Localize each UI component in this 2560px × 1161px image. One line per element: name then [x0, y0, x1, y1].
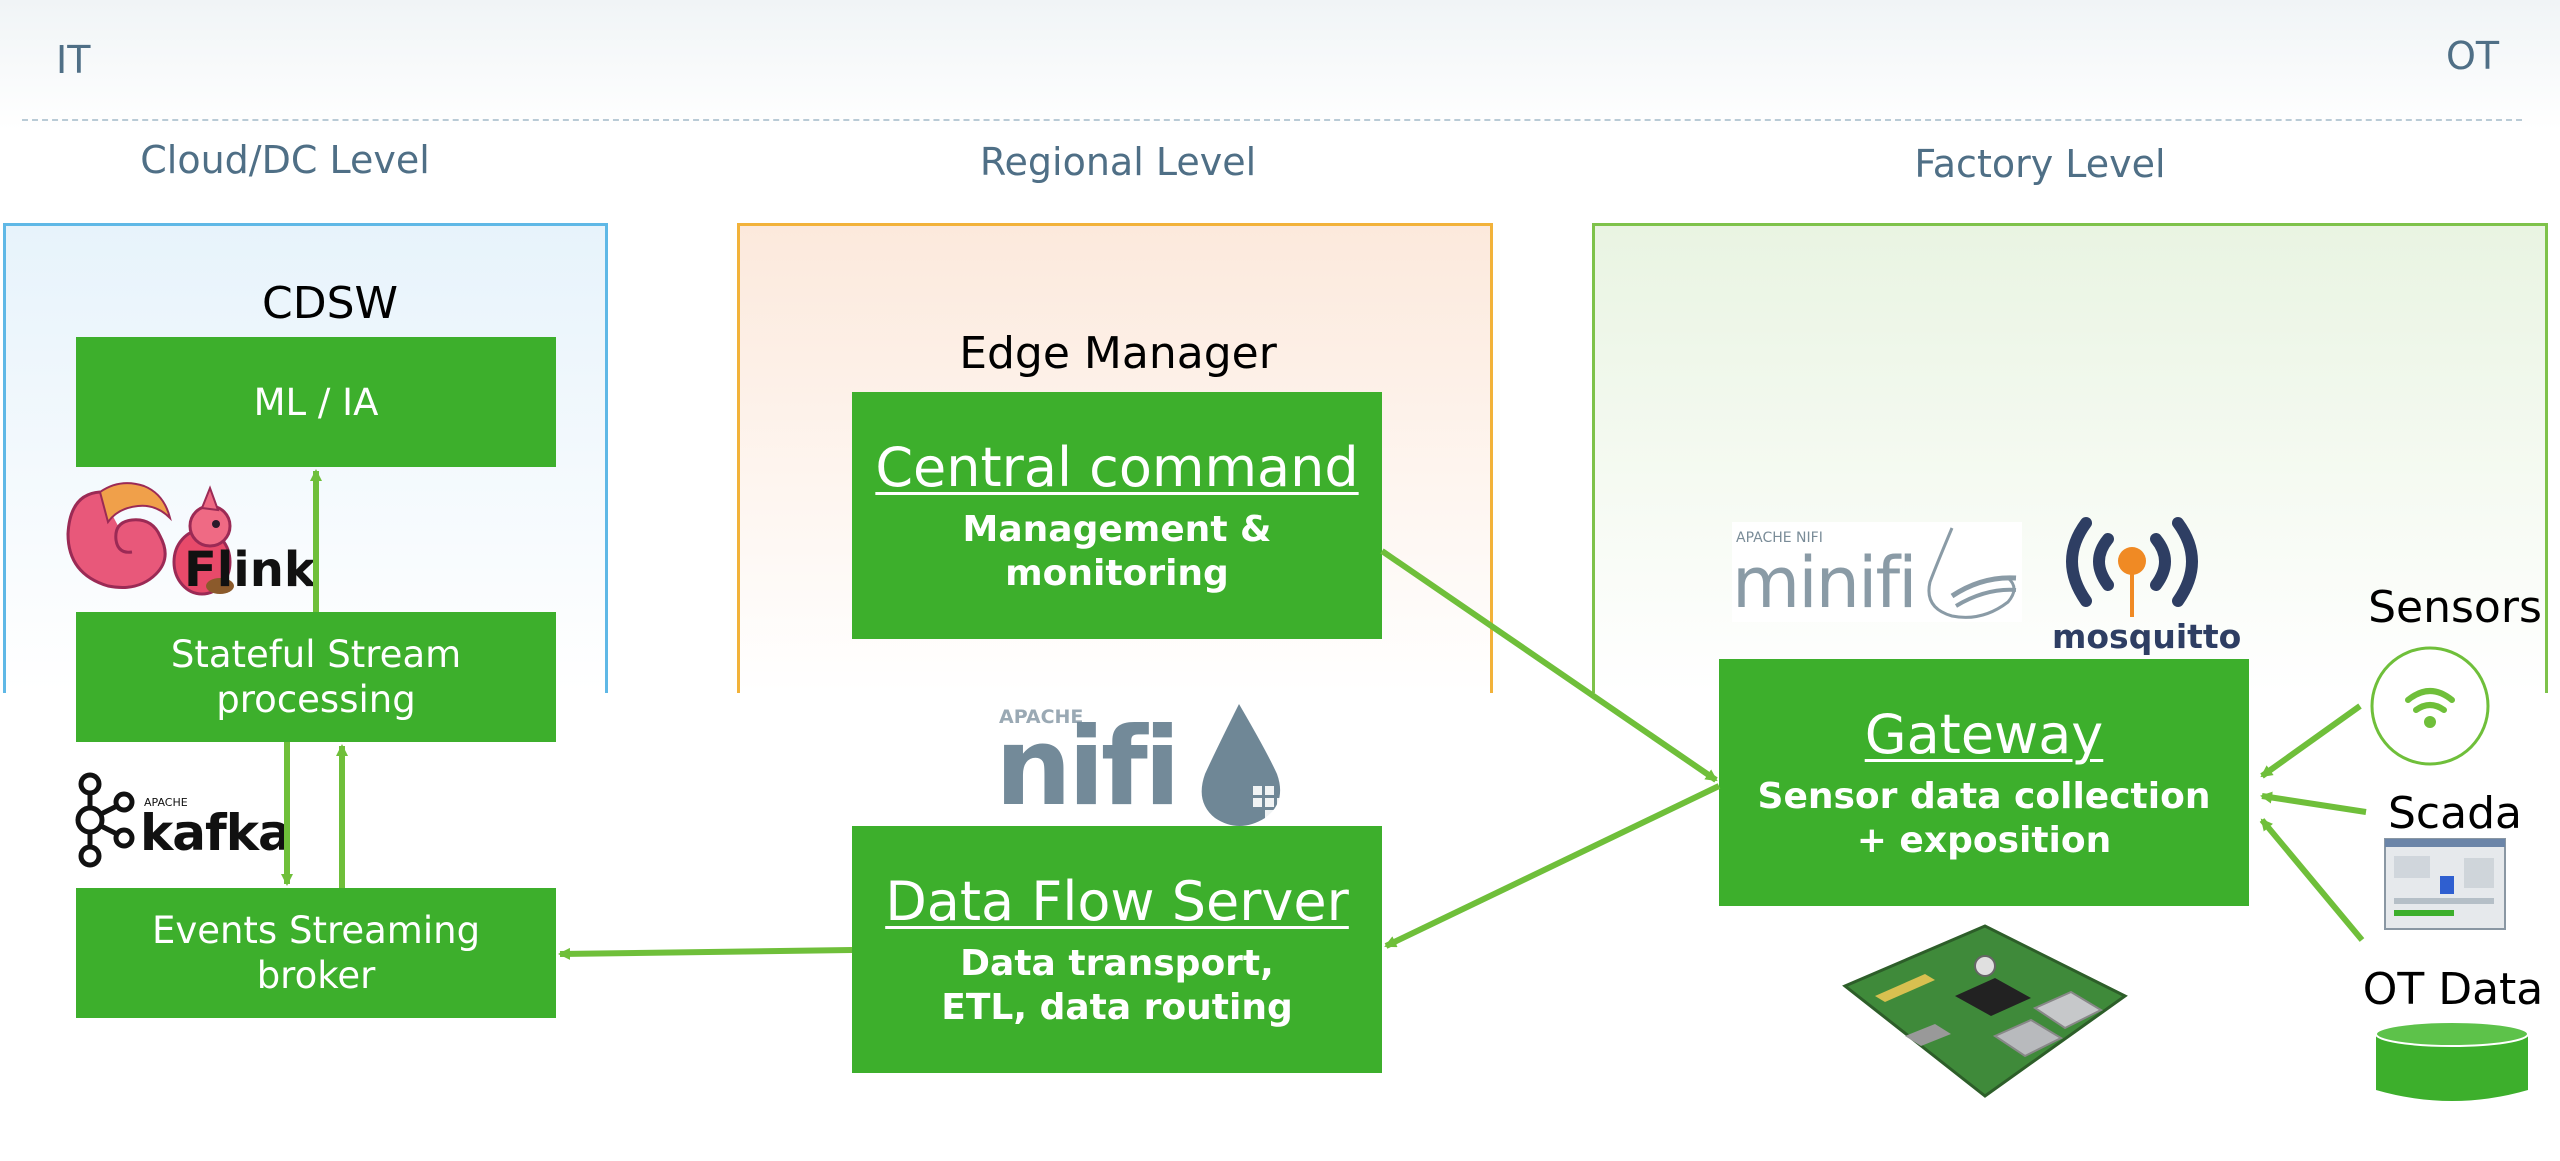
kafka-logo: APACHE kafka [70, 770, 310, 870]
central-command-title: Central command [875, 435, 1359, 499]
data-flow-server-subtitle: Data transport, ETL, data routing [941, 942, 1293, 1028]
scada-screen-icon [2384, 838, 2506, 930]
events-streaming-text: Events Streaming broker [151, 909, 481, 997]
kafka-apache-text: APACHE [144, 796, 188, 809]
flink-logo: Flink [60, 474, 320, 604]
flink-squirrel-icon [66, 482, 234, 596]
sensors-to-gateway-arrow [2260, 703, 2362, 779]
scada-screen-image [2384, 838, 2506, 930]
it-label: IT [56, 38, 91, 82]
regional-level-heading: Regional Level [979, 140, 1257, 184]
sensors-label: Sensors [2368, 582, 2542, 633]
cdsw-label: CDSW [261, 278, 399, 329]
kafka-nodes-icon [75, 772, 135, 868]
ml-ia-box[interactable]: ML / IA [76, 337, 556, 467]
nifi-drop-icon [1201, 704, 1286, 826]
minifi-wordmark: minifi [1732, 542, 1918, 624]
ml-ia-text: ML / IA [253, 380, 379, 424]
events-streaming-box[interactable]: Events Streaming broker [76, 888, 556, 1018]
stateful-stream-text: Stateful Stream processing [170, 633, 462, 721]
wifi-icon [2370, 646, 2490, 766]
flink-wordmark: Flink [184, 542, 316, 598]
edge-manager-label: Edge Manager [959, 328, 1277, 379]
nifi-apache-text: APACHE [999, 706, 1084, 728]
stateful-stream-box[interactable]: Stateful Stream processing [76, 612, 556, 742]
nifi-logo: APACHE nifi [995, 700, 1295, 830]
raspberry-pi-board-image [1835, 916, 2135, 1106]
nifi-wordmark: nifi [995, 705, 1181, 830]
cloud-level-heading: Cloud/DC Level [140, 138, 430, 182]
dataflow-to-broker-arrow [558, 947, 853, 960]
factory-level-heading: Factory Level [1914, 142, 2166, 186]
minifi-logo: APACHE NIFI minifi [1732, 522, 2022, 624]
mosquitto-antenna-icon [2066, 517, 2198, 617]
ot-data-label: OT Data [2362, 964, 2544, 1015]
mosquitto-logo: mosquitto [2050, 505, 2241, 656]
gateway-to-dataflow-arrow [1384, 783, 1721, 949]
otdata-to-gateway-arrow [2259, 818, 2365, 942]
gateway-subtitle: Sensor data collection + exposition [1757, 775, 2211, 861]
ot-label: OT [2446, 34, 2500, 78]
database-cylinder-icon [2375, 1021, 2529, 1101]
it-ot-band [0, 0, 2560, 130]
scada-label: Scada [2388, 788, 2522, 839]
gateway-title: Gateway [1864, 702, 2104, 766]
scada-to-gateway-arrow [2260, 791, 2367, 815]
it-ot-divider [22, 119, 2522, 121]
data-flow-server-title: Data Flow Server [885, 869, 1349, 933]
central-command-subtitle: Management & monitoring [962, 508, 1272, 594]
circuit-board-icon [1842, 924, 2128, 1098]
sensor-wireless-icon [2368, 644, 2492, 768]
gateway-box[interactable]: Gateway Sensor data collection + exposit… [1719, 659, 2249, 906]
central-command-box[interactable]: Central command Management & monitoring [852, 392, 1382, 639]
mosquitto-wordmark: mosquitto [2052, 617, 2242, 656]
minifi-drop-icon [1927, 527, 2017, 619]
minifi-apache-text: APACHE NIFI [1736, 530, 1823, 546]
kafka-wordmark: kafka [140, 804, 292, 862]
ot-database-icon [2374, 1020, 2530, 1108]
central-to-gateway-arrow [1380, 548, 1718, 783]
data-flow-server-box[interactable]: Data Flow Server Data transport, ETL, da… [852, 826, 1382, 1073]
